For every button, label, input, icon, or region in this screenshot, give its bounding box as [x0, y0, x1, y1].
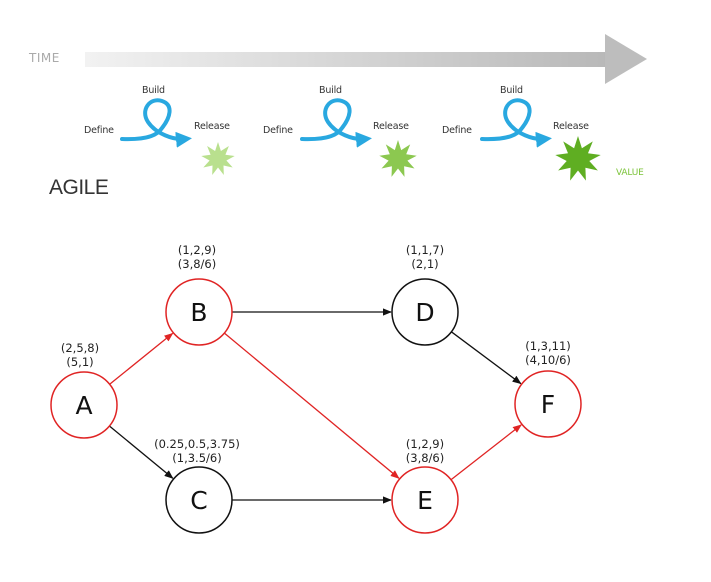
node-c-annotation-2: (1,3.5/6): [172, 451, 221, 465]
node-e: E: [391, 466, 459, 534]
node-circle: [514, 370, 582, 438]
agile-diagram: [85, 34, 647, 181]
agile-title: AGILE: [49, 176, 109, 199]
node-label: C: [190, 486, 207, 515]
cycle-loop-arrow-icon: [480, 98, 552, 148]
release-star-icon: [379, 140, 417, 177]
cycle-3-release-label: Release: [553, 121, 589, 132]
node-a-annotation-1: (2,5,8): [61, 341, 99, 355]
cycle-1-define-label: Define: [84, 125, 114, 136]
node-d: D: [391, 278, 459, 346]
node-label: A: [75, 391, 92, 420]
cycle-2-define-label: Define: [263, 125, 293, 136]
cycle-1-release-label: Release: [194, 121, 230, 132]
cycle-2-release-label: Release: [373, 121, 409, 132]
node-e-annotation-1: (1,2,9): [406, 437, 444, 451]
cycle-loop-arrow-icon: [120, 98, 192, 148]
value-label: VALUE: [616, 168, 644, 178]
node-label: B: [190, 298, 207, 327]
node-f-annotation-1: (1,3,11): [525, 339, 571, 353]
cycle-1-build-label: Build: [142, 85, 165, 96]
node-label: F: [541, 390, 555, 419]
node-label: D: [415, 298, 434, 327]
node-c: C: [165, 466, 233, 534]
node-f-annotation-2: (4,10/6): [525, 353, 571, 367]
cycle-loop-arrow-icon: [300, 98, 372, 148]
node-label: E: [417, 486, 433, 515]
node-a-annotation-2: (5,1): [66, 355, 93, 369]
node-b-annotation-2: (3,8/6): [178, 257, 216, 271]
edge-b-e: [223, 332, 400, 479]
edge-e-f: [450, 424, 522, 481]
edge-a-b: [109, 332, 174, 385]
node-f: F: [514, 370, 582, 438]
node-circle: [165, 278, 233, 346]
node-circle: [391, 466, 459, 534]
node-circle: [50, 371, 118, 439]
node-circle: [165, 466, 233, 534]
time-label: TIME: [29, 51, 60, 65]
edge-d-f: [451, 331, 522, 385]
agile-cycle: [300, 98, 417, 177]
node-e-annotation-2: (3,8/6): [406, 451, 444, 465]
agile-cycle: [480, 98, 601, 181]
node-c-annotation-1: (0.25,0.5,3.75): [154, 437, 240, 451]
edge-a-c: [108, 425, 174, 479]
time-arrow: [85, 34, 647, 84]
node-d-annotation-2: (2,1): [411, 257, 438, 271]
node-a: A: [50, 371, 118, 439]
agile-cycle: [120, 98, 235, 175]
cycle-3-define-label: Define: [442, 125, 472, 136]
cycle-3-build-label: Build: [500, 85, 523, 96]
release-star-icon: [201, 142, 235, 175]
node-circle: [391, 278, 459, 346]
node-b-annotation-1: (1,2,9): [178, 243, 216, 257]
node-d-annotation-1: (1,1,7): [406, 243, 444, 257]
node-b: B: [165, 278, 233, 346]
release-star-icon: [555, 136, 601, 181]
cycle-2-build-label: Build: [319, 85, 342, 96]
